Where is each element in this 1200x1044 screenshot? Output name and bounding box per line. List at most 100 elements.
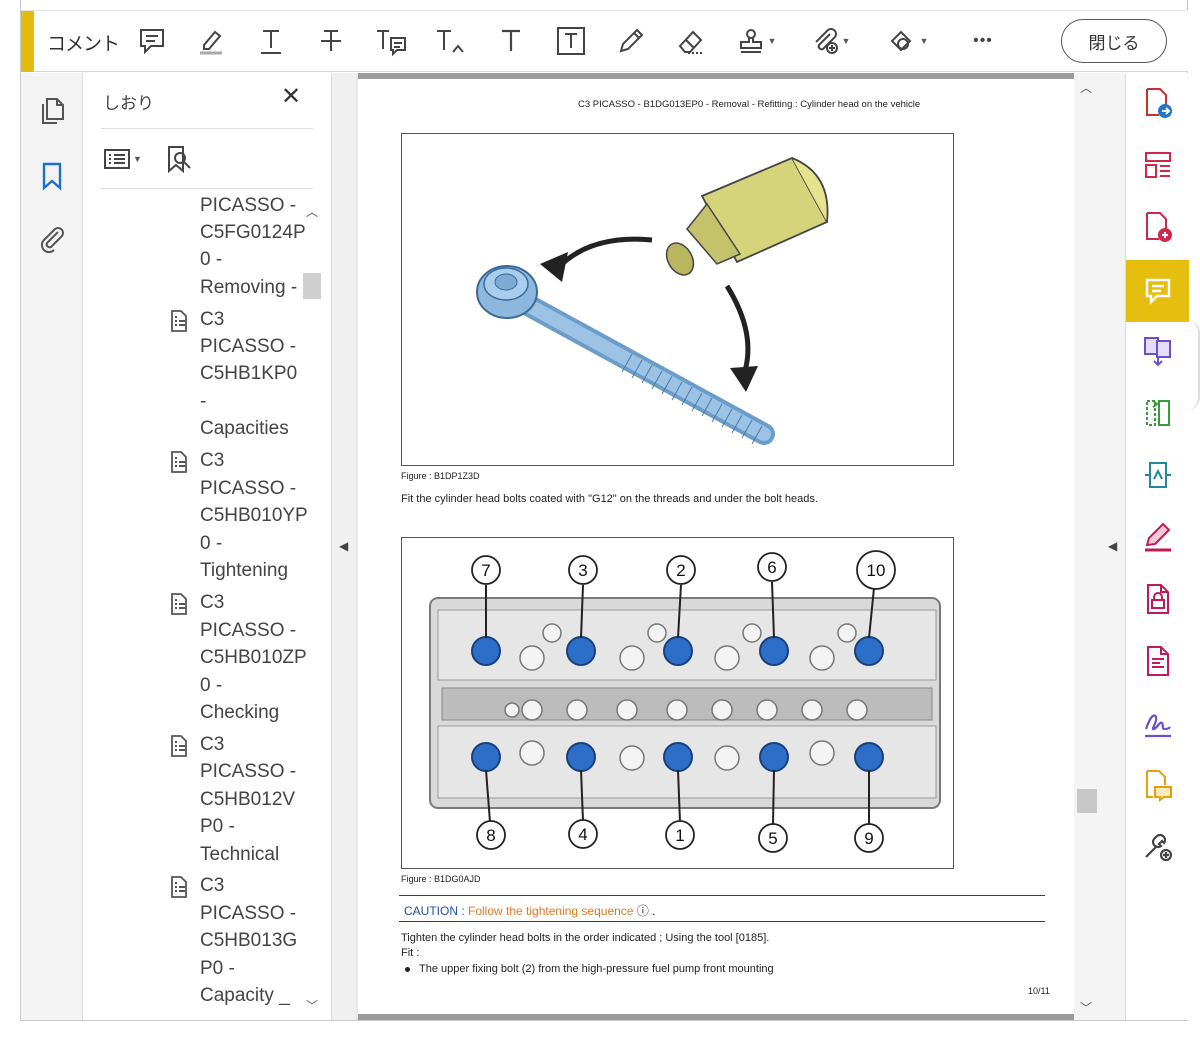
bookmarks-panel-title: しおり [103,94,154,113]
document-scrollbar[interactable]: ︿ ﹀ [1074,73,1099,1020]
bookmark-line: PICASSO - [200,478,297,499]
bookmarks-icon[interactable] [35,159,69,193]
bookmarks-scrollbar[interactable]: ︿ ﹀ [301,191,323,1017]
bookmarks-panel: しおり ✕ ▼ PICASSO - C5FG0124P 0 - Removing… [83,73,332,1020]
shapes-icon[interactable]: ▼ [885,23,931,59]
attach-file-icon[interactable]: ▼ [807,23,853,59]
scroll-down-icon[interactable]: ﹀ [1080,1001,1093,1015]
bookmark-line: 0 - [200,249,223,270]
bookmark-line: C5FG0124P [200,222,306,243]
bookmark-line: Technical [200,844,280,865]
caution-label: CAUTION : [404,904,465,918]
grease-tube-illustration [665,156,829,276]
fill-sign-icon[interactable] [1140,519,1176,555]
new-bookmark-icon[interactable] [164,144,194,174]
combine-files-icon[interactable] [1140,333,1176,369]
bookmark-line: PICASSO - [200,336,297,357]
bookmark-line: PICASSO - [200,620,297,641]
bookmark-line: PICASSO - [200,903,297,924]
collapse-right-icon[interactable]: ◀ [1108,539,1118,553]
replace-text-icon[interactable] [373,23,409,59]
organize-pages-icon[interactable] [1140,395,1176,431]
bookmark-list: PICASSO - C5FG0124P 0 - Removing - C3 PI… [83,191,308,1017]
stamp-icon[interactable]: ▼ [733,23,779,59]
scroll-down-icon[interactable]: ﹀ [306,999,319,1013]
send-for-comments-icon[interactable] [1140,767,1176,803]
bolt-sequence-label: 1 [675,826,684,845]
bookmark-line: C3 [200,592,225,613]
options-menu-icon[interactable]: ▼ [103,146,142,172]
highlight-icon[interactable] [193,23,229,59]
create-pdf-icon[interactable] [1140,209,1176,245]
bolt-sequence-label: 8 [486,826,495,845]
bookmark-line: Tightening [200,560,289,581]
bookmark-line: PICASSO - [200,195,297,216]
bookmark-line: Checking [200,702,280,723]
tools-rail [1125,73,1189,1020]
bookmark-line: C3 [200,734,225,755]
strikethrough-text-icon[interactable] [313,23,349,59]
left-navigation-rail [21,73,83,1020]
bullet-dot [405,967,410,972]
scroll-up-icon[interactable]: ︿ [1080,81,1093,95]
bookmark-line: C5HB010ZP [200,647,307,668]
info-icon[interactable]: ⓘ [636,904,649,918]
redact-icon[interactable] [1140,643,1176,679]
bookmark-line: Capacities [200,418,289,439]
protect-icon[interactable] [1140,581,1176,617]
underline-text-icon[interactable] [253,23,289,59]
instruction-text: Fit : [401,947,420,959]
attachments-icon[interactable] [35,221,69,255]
divider [101,188,313,189]
scroll-up-icon[interactable]: ︿ [306,205,319,219]
eraser-icon[interactable] [673,23,709,59]
comment-icon[interactable] [1126,260,1189,322]
collapse-left-panel[interactable]: ◀ [332,73,356,1020]
bookmarks-toolbar: ▼ [103,141,194,177]
bookmark-page-icon [171,876,187,898]
insert-text-icon[interactable] [433,23,469,59]
bookmark-line: C5HB013G [200,930,298,951]
sticky-note-icon[interactable] [134,23,170,59]
bookmark-line: C5HB012V [200,789,296,810]
add-text-comment-icon[interactable] [493,23,529,59]
bookmark-line: Capacity _ [200,985,290,1006]
bookmark-page-icon [171,593,187,615]
request-signatures-icon[interactable] [1140,705,1176,741]
toolbar-mode-label: コメント [47,34,120,55]
scroll-thumb[interactable] [303,273,321,299]
bolt-sequence-label: 9 [864,829,873,848]
scroll-thumb[interactable] [1077,789,1097,813]
caution-line: CAUTION : Follow the tightening sequence… [404,904,656,918]
page-header: C3 PICASSO - B1DG013EP0 - Removal - Refi… [578,99,921,110]
document-viewport: ◀ C3 PICASSO - B1DG013EP0 - Removal - Re… [332,73,1099,1020]
bolt-sequence-label: 7 [481,561,490,580]
edit-pdf-icon[interactable] [1140,147,1176,183]
collapse-right-panel[interactable]: ◀ [1099,73,1125,1020]
text-box-icon[interactable] [553,23,589,59]
bolt-sequence-label: 4 [578,825,587,844]
figure-bolt-and-tube [401,133,954,466]
more-tools-icon[interactable] [1140,829,1176,865]
collapse-left-icon[interactable]: ◀ [339,539,349,553]
bookmark-line: - [200,391,207,412]
toolbar-accent-bar [21,11,34,72]
bookmark-page-icon [171,451,187,473]
close-button[interactable]: 閉じる [1061,19,1167,63]
bookmark-line: C5HB1KP0 [200,363,298,384]
more-icon[interactable]: ••• [973,32,993,49]
pencil-icon[interactable] [613,23,649,59]
acrobat-window: コメント ▼ [20,0,1189,1021]
scan-ocr-icon[interactable] [1140,457,1176,493]
bookmark-line: P0 - [200,816,235,837]
bookmark-line: C3 [200,309,225,330]
divider [101,128,313,129]
close-panel-icon[interactable]: ✕ [281,83,302,110]
bookmark-line: PICASSO - [200,761,297,782]
bolt-sequence-label: 5 [768,829,777,848]
page-thumbnails-icon[interactable] [35,93,69,127]
bookmark-page-icon [171,310,187,332]
export-pdf-icon[interactable] [1140,85,1176,121]
caution-text[interactable]: Follow the tightening sequence [468,904,634,918]
